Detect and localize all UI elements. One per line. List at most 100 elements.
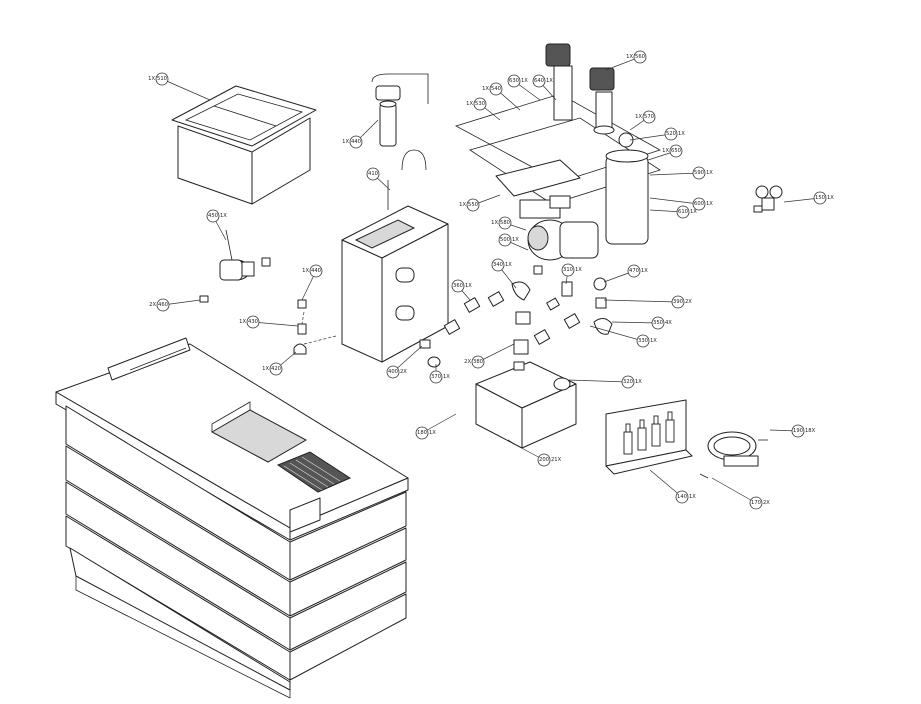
callout-quantity: 1X — [689, 494, 696, 500]
callout-circle — [692, 166, 706, 180]
callout-quantity: 18X — [805, 428, 816, 434]
callout-number: 180 — [417, 430, 427, 436]
callout-number: 200 — [539, 457, 549, 463]
callout-quantity: 1X — [429, 430, 436, 436]
callout-number: 650 — [671, 148, 681, 154]
callout-quantity: 1X — [239, 319, 246, 325]
callout-number: 390 — [673, 299, 683, 305]
callout-circle — [498, 216, 512, 230]
leader-line — [161, 78, 211, 101]
callout-number: 140 — [677, 494, 687, 500]
callout-number: 150 — [815, 195, 825, 201]
callout-number: 320 — [623, 379, 633, 385]
callout-410: 410 — [366, 167, 380, 181]
callout-number: 640 — [534, 78, 544, 84]
callout-quantity: 4X — [665, 320, 672, 326]
callout-circle — [664, 127, 678, 141]
callout-number: 420 — [271, 366, 281, 372]
callout-number: 370 — [431, 374, 441, 380]
callout-number: 560 — [635, 54, 645, 60]
callout-number: 350 — [653, 320, 663, 326]
callout-circle — [532, 74, 546, 88]
bar-counter-unit — [55, 337, 409, 699]
callout-number: 400 — [388, 369, 398, 375]
leader-line — [567, 379, 629, 383]
callout-number: 500 — [500, 237, 510, 243]
callout-quantity: 1X — [662, 148, 669, 154]
callout-circle — [489, 82, 503, 96]
callout-circle — [813, 191, 827, 205]
callout-circle — [621, 375, 635, 389]
callout-quantity: 2X — [763, 500, 770, 506]
hoop-bracket-190 — [699, 431, 768, 479]
callout-circle — [498, 233, 512, 247]
callout-quantity: 2X — [149, 302, 156, 308]
callout-number: 610 — [678, 209, 688, 215]
leader-line — [477, 343, 515, 363]
fittings-center — [419, 265, 613, 368]
leader-line — [711, 477, 757, 504]
callout-circle — [246, 315, 260, 329]
callout-circle — [309, 264, 323, 278]
callout-circle — [642, 110, 656, 124]
fittings-left — [199, 295, 337, 355]
callout-number: 600 — [694, 201, 704, 207]
callout-circle — [206, 209, 220, 223]
callout-quantity: 1X — [678, 131, 685, 137]
callout-quantity: 1X — [302, 268, 309, 274]
callout-number: 590 — [694, 170, 704, 176]
callout-circle — [156, 298, 170, 312]
callout-circle — [269, 362, 283, 376]
leader-line — [603, 299, 679, 303]
callout-number: 570 — [644, 114, 654, 120]
callout-circle — [627, 264, 641, 278]
callout-quantity: 1X — [465, 283, 472, 289]
callout-circle — [471, 355, 485, 369]
callout-quantity: 1X — [641, 268, 648, 274]
bottle-rail-140 — [605, 399, 693, 475]
callout-quantity: 1X — [491, 220, 498, 226]
leader-line — [649, 469, 683, 498]
callout-number: 630 — [509, 78, 519, 84]
callout-quantity: 1X — [706, 170, 713, 176]
callout-number: 550 — [468, 202, 478, 208]
callout-circle — [671, 295, 685, 309]
callout-number: 440 — [351, 139, 361, 145]
callout-quantity: 1X — [635, 379, 642, 385]
callout-number: 190 — [793, 428, 803, 434]
callout-number: 450 — [208, 213, 218, 219]
callout-circle — [537, 453, 551, 467]
leader-line — [649, 197, 700, 205]
callout-quantity: 1X — [459, 202, 466, 208]
callout-circle — [633, 50, 647, 64]
callout-quantity: 1X — [482, 86, 489, 92]
callout-number: 380 — [473, 359, 483, 365]
callout-number: 170 — [751, 500, 761, 506]
callout-quantity: 1X — [521, 78, 528, 84]
callout-number: 440 — [311, 268, 321, 274]
callout-quantity: 1X — [220, 213, 227, 219]
